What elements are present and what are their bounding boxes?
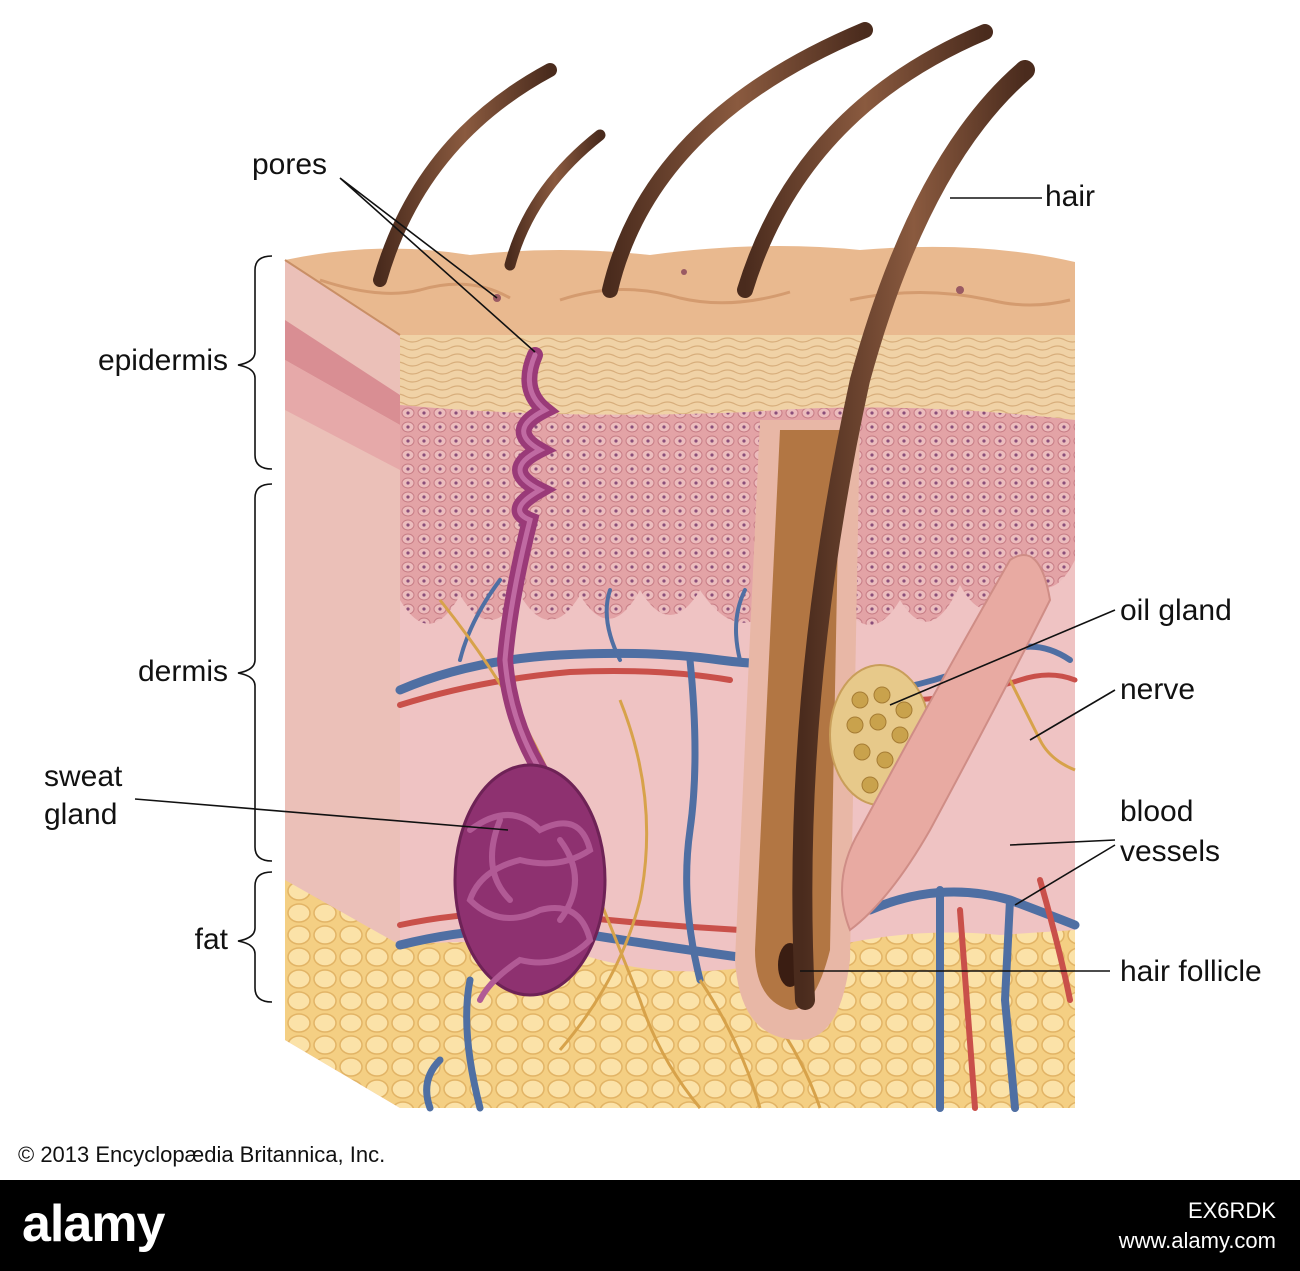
label-fat: fat xyxy=(194,923,228,956)
brackets xyxy=(237,255,273,1003)
site-url: www.alamy.com xyxy=(1118,1228,1276,1253)
label-pores: pores xyxy=(252,148,328,181)
epidermis-bracket xyxy=(237,255,273,470)
hairs xyxy=(373,22,1035,1010)
label-blood-vessels-line1: blood xyxy=(1120,795,1194,828)
label-oil-gland: oil gland xyxy=(1120,594,1232,627)
leader-lines xyxy=(134,177,1116,972)
epidermis-layer xyxy=(400,405,1075,625)
skin-cross-section-diagram xyxy=(134,22,1116,1112)
label-dermis: dermis xyxy=(137,655,228,688)
label-epidermis: epidermis xyxy=(97,344,228,377)
label-nerve: nerve xyxy=(1120,673,1196,706)
label-sweat-gland-line2: gland xyxy=(44,798,118,831)
label-blood-vessels-line2: vessels xyxy=(1120,835,1221,868)
fat-bracket xyxy=(237,871,273,1003)
blood-vessels xyxy=(395,578,1080,1112)
block-side-face xyxy=(285,260,400,1108)
pore xyxy=(956,286,964,294)
label-hair: hair xyxy=(1045,180,1096,213)
dermis-bracket xyxy=(237,483,273,862)
skin-surface xyxy=(284,246,1075,336)
alamy-logo: alamy xyxy=(22,1195,165,1253)
copyright-notice: © 2013 Encyclopædia Britannica, Inc. xyxy=(18,1142,386,1167)
arrector-muscle xyxy=(841,554,1052,932)
label-hair-follicle: hair follicle xyxy=(1120,955,1262,988)
label-sweat-gland-line1: sweat xyxy=(44,760,123,793)
watermark-footer: alamy EX6RDK www.alamy.com xyxy=(0,1180,1300,1271)
image-id: EX6RDK xyxy=(1187,1198,1276,1223)
pore xyxy=(681,269,687,275)
